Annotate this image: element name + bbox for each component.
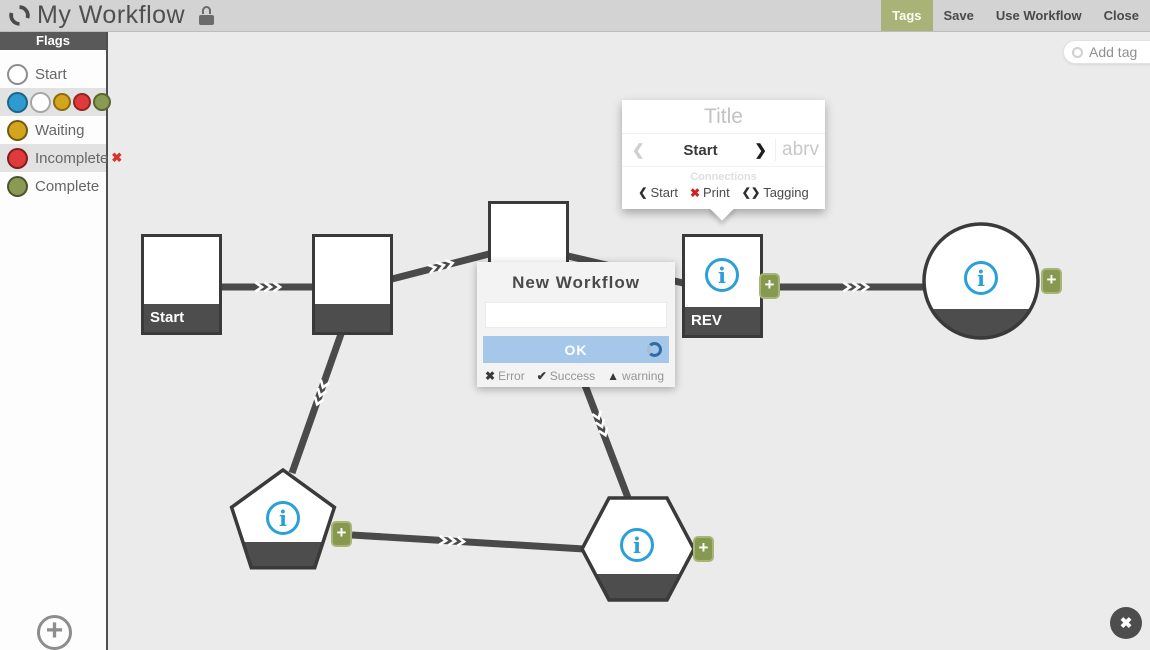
legend-label: Success: [549, 369, 596, 383]
flag-label: Waiting: [35, 121, 85, 139]
use-workflow-button[interactable]: Use Workflow: [995, 8, 1082, 23]
connections-list: ❮ Start ✖ Print ❮❯ Tagging: [622, 185, 825, 200]
node-start[interactable]: Start: [141, 234, 222, 335]
node-rev[interactable]: REV: [682, 234, 763, 338]
type-selector: ❮ Start ❯ abrv: [622, 134, 825, 167]
flags-header: Flags: [0, 32, 106, 50]
node-label: [315, 304, 390, 332]
next-type-icon[interactable]: ❯: [754, 142, 767, 159]
connection-label: Print: [703, 185, 730, 200]
dialog-title: New Workflow: [512, 273, 640, 292]
node-rect-2[interactable]: [312, 234, 393, 335]
palette-blue[interactable]: [7, 91, 28, 113]
selected-type: Start: [683, 141, 718, 159]
info-icon[interactable]: i: [964, 261, 998, 295]
start-flag-icon: [7, 63, 28, 85]
info-icon[interactable]: i: [705, 258, 739, 292]
new-workflow-dialog: New Workflow OK ✖ Error ✔ Success ▲ warn…: [477, 262, 675, 387]
flag-waiting[interactable]: Waiting: [0, 116, 106, 144]
legend-success: ✔ Success: [537, 369, 595, 383]
complete-flag-icon: [7, 175, 28, 197]
connection-line[interactable]: [391, 250, 490, 283]
flags-sidebar: Flags Start Waiting Incomplete ✖ Complet…: [0, 32, 122, 650]
cycle-logo-icon: [9, 5, 30, 26]
add-connection-button[interactable]: +: [759, 273, 780, 299]
connection-label: Start: [650, 185, 678, 200]
chevron-left-icon: ❮: [638, 187, 648, 199]
info-icon[interactable]: i: [620, 528, 654, 562]
spinner-icon: [647, 342, 662, 357]
palette-green[interactable]: [93, 93, 111, 111]
flag-incomplete[interactable]: Incomplete ✖: [0, 144, 122, 172]
node-label: Start: [144, 304, 219, 332]
top-bar: My Workflow Tags Save Use Workflow Close: [0, 0, 1150, 32]
lock-icon: [199, 6, 215, 25]
incomplete-flag-icon: [7, 147, 28, 169]
legend-label: Error: [498, 369, 525, 383]
chevron-pair-icon: ❮❯: [741, 187, 761, 199]
ok-button[interactable]: OK: [483, 336, 669, 363]
triangle-icon: ▲: [607, 369, 620, 383]
connection-line[interactable]: [351, 531, 585, 553]
close-button[interactable]: Close: [1103, 8, 1139, 23]
tags-button[interactable]: Tags: [881, 0, 933, 31]
close-x-icon: ✖: [1119, 615, 1133, 632]
abbreviation-input[interactable]: abrv: [775, 139, 825, 161]
legend-error: ✖ Error: [485, 369, 525, 383]
legend-warning: ▲ warning: [607, 369, 664, 383]
remove-icon[interactable]: ✖: [689, 185, 701, 200]
workflow-title[interactable]: My Workflow: [37, 1, 186, 29]
connection-tagging[interactable]: ❮❯ Tagging: [742, 185, 809, 200]
dismiss-button[interactable]: ✖: [1110, 607, 1142, 639]
x-icon: ✖: [485, 369, 496, 383]
connections-heading: Connections: [690, 171, 757, 183]
waiting-flag-icon: [7, 119, 28, 141]
status-legend: ✖ Error ✔ Success ▲ warning: [485, 369, 675, 383]
info-icon[interactable]: i: [266, 501, 300, 535]
check-icon: ✔: [536, 369, 547, 383]
add-flag-button[interactable]: +: [37, 615, 72, 650]
connection-start[interactable]: ❮ Start: [638, 185, 678, 200]
flag-label: Start: [35, 65, 67, 83]
connection-label: Tagging: [763, 185, 809, 200]
ok-label: OK: [564, 341, 588, 358]
add-connection-button[interactable]: +: [693, 536, 714, 562]
flag-complete[interactable]: Complete: [0, 172, 106, 200]
flag-color-palette: [0, 88, 111, 116]
remove-flag-icon[interactable]: ✖: [111, 150, 123, 165]
node-settings-popup: Title ❮ Start ❯ abrv Connections ❮ Start…: [622, 100, 825, 221]
flag-start[interactable]: Start: [0, 60, 106, 88]
flag-label: Complete: [35, 177, 100, 195]
palette-red[interactable]: [73, 93, 91, 111]
prev-type-icon[interactable]: ❮: [632, 142, 645, 159]
flag-label: Incomplete: [35, 149, 109, 167]
topbar-buttons: Tags Save Use Workflow Close: [881, 0, 1150, 31]
brand: My Workflow: [0, 1, 215, 30]
tag-circle-icon: [1072, 46, 1083, 58]
connection-line[interactable]: [579, 378, 634, 505]
add-tag-label: Add tag: [1089, 44, 1138, 60]
legend-label: warning: [622, 369, 665, 383]
add-connection-button[interactable]: +: [1041, 268, 1062, 294]
node-label: REV: [685, 307, 760, 335]
add-connection-button[interactable]: +: [331, 521, 352, 547]
palette-yellow[interactable]: [53, 93, 71, 111]
title-input[interactable]: Title: [622, 100, 825, 134]
workflow-name-input[interactable]: [485, 302, 667, 328]
save-button[interactable]: Save: [943, 8, 974, 23]
add-tag-input[interactable]: Add tag: [1063, 40, 1150, 64]
palette-white[interactable]: [30, 91, 51, 113]
